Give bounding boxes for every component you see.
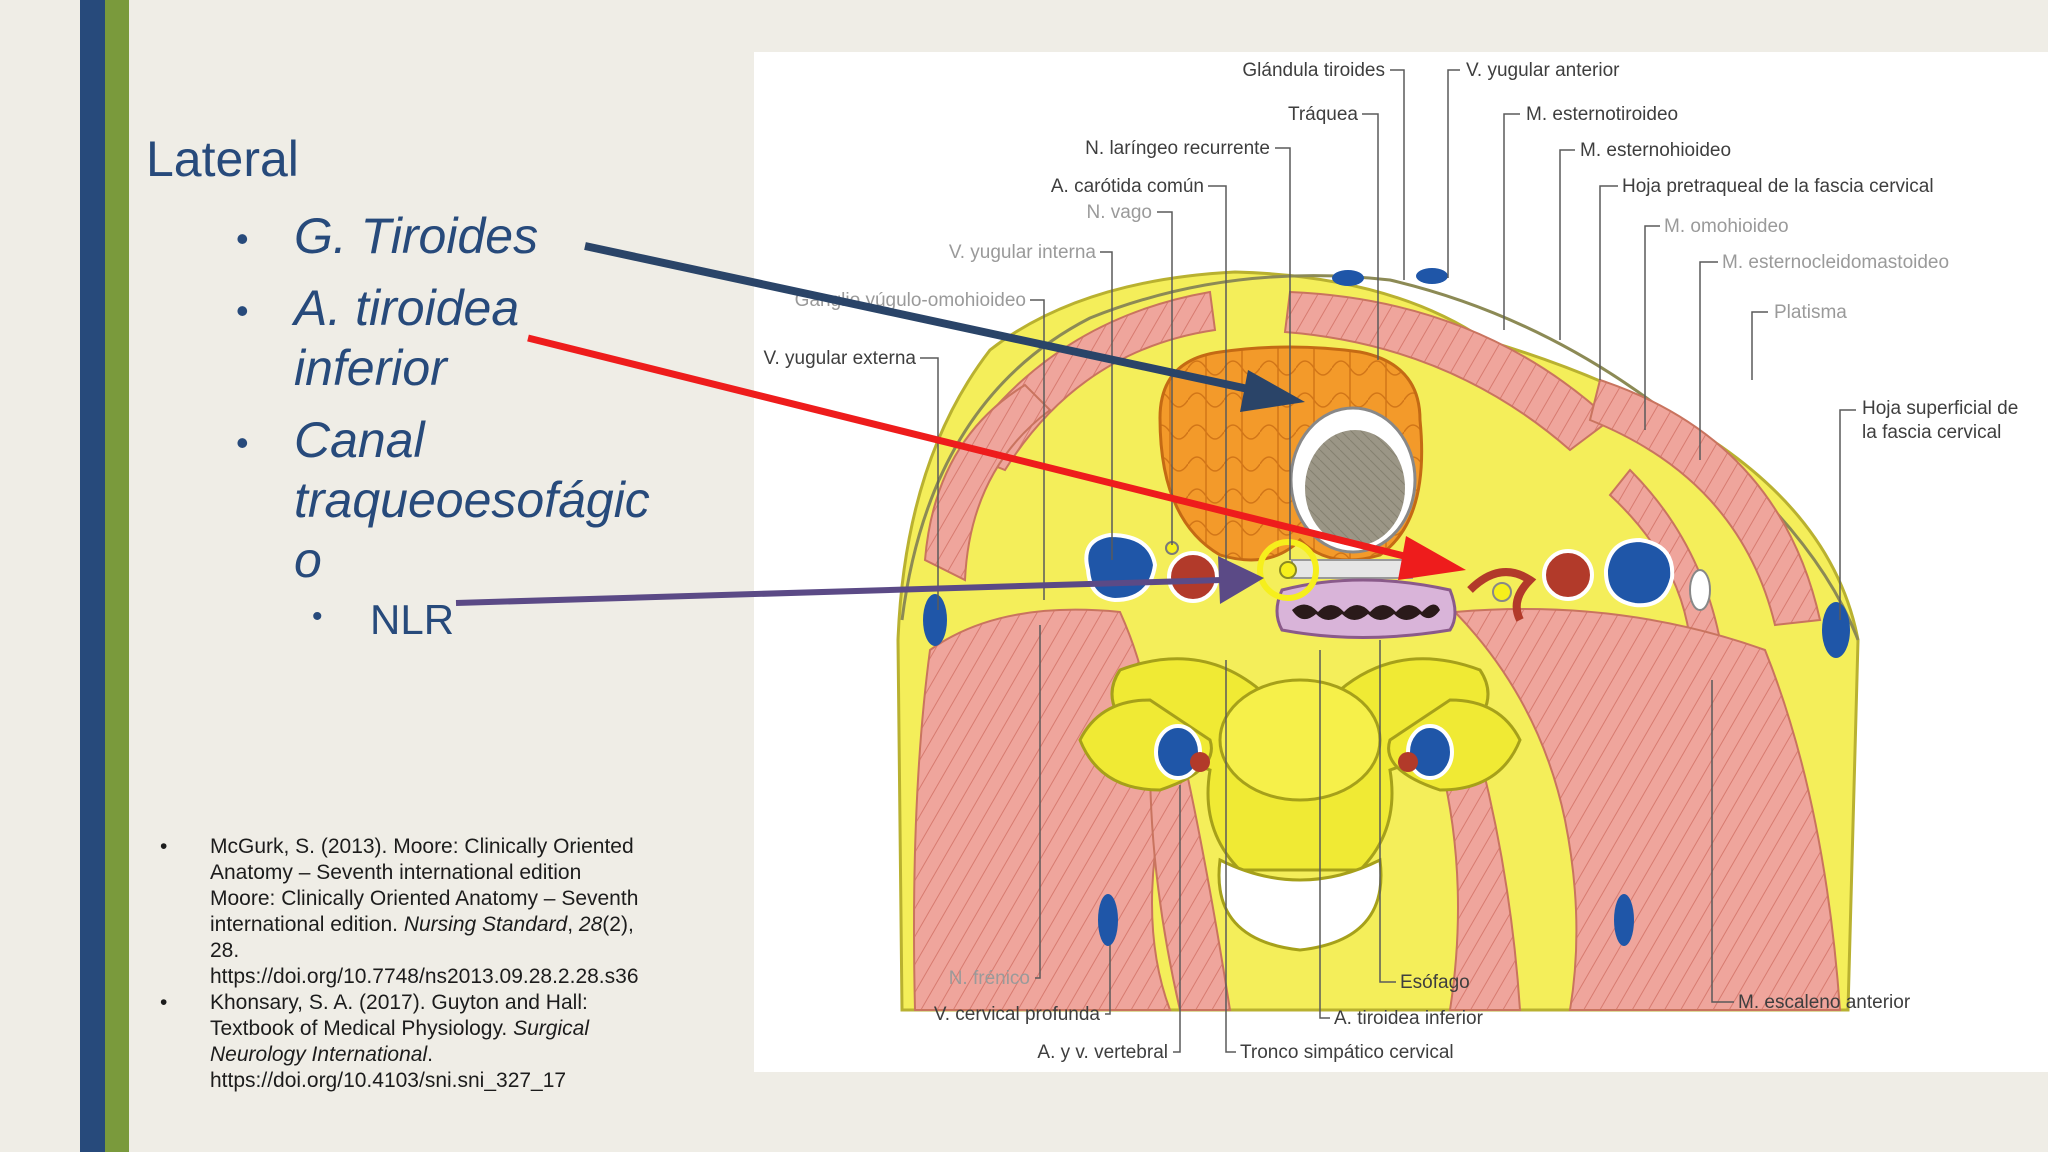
label-ganglio: Ganglio yúgulo-omohioideo [795,290,1026,311]
label-v-cervical: V. cervical profunda [934,1004,1101,1025]
item-canal-line3: o [294,532,322,588]
label-v-yugular-interna: V. yugular interna [949,242,1097,263]
trachea-lumen [1305,430,1405,546]
esophagus-lumen [1292,604,1440,620]
recurrent-laryngeal-nerve-left [1279,561,1297,579]
nerve-right [1689,569,1711,611]
internal-jugular-vein-left [1084,532,1158,603]
reference-2-authors: Khonsary, S. A. (2017). Guyton and Hall:… [210,991,588,1040]
vertebral-artery-left [1190,752,1210,772]
label-m-esternohioideo: M. esternohioideo [1580,140,1731,161]
label-m-omohioideo: M. omohioideo [1664,216,1789,237]
vertebral-body-center [1218,678,1382,802]
label-n-frenico: N. frénico [949,968,1030,989]
item-canal-line2: traqueoesofágic [294,472,650,528]
anatomy-diagram: Glándula tiroides Tráquea N. laríngeo re… [764,60,2019,1063]
accent-bar-green [105,0,129,1152]
label-v-yugular-anterior: V. yugular anterior [1466,60,1620,81]
item-g-tiroides-line1: G. Tiroides [294,208,539,264]
anterior-jugular-left [1332,270,1364,286]
bullet-sub: • [312,600,323,633]
neck-cross-section-figure: Glándula tiroides Tráquea N. laríngeo re… [754,52,2048,1072]
label-a-carotida: A. carótida común [1051,176,1204,197]
bullet-1: • [236,218,249,259]
item-a-tiroidea: A. tiroidea inferior [294,278,519,398]
item-a-tiroidea-line1: A. tiroidea [294,280,520,336]
recurrent-nerve-right [1492,582,1512,602]
label-hoja-superficial-1: Hoja superficial de [1862,398,2018,419]
label-traquea: Tráquea [1288,104,1358,125]
label-tronco: Tronco simpático cervical [1240,1042,1454,1063]
anterior-jugular-right [1416,268,1448,284]
external-jugular-right [1822,602,1850,658]
label-m-esternotiroideo: M. esternotiroideo [1526,104,1678,125]
label-m-esternocleido: M. esternocleidomastoideo [1722,252,1949,273]
slide-heading: Lateral [146,131,299,187]
item-canal-line1: Canal [294,412,425,468]
label-n-vago: N. vago [1087,202,1152,223]
bullet-2: • [236,290,249,331]
reference-1: • McGurk, S. (2013). Moore: Clinically O… [160,834,640,990]
reference-2-journal: Surgical Neurology International [210,1017,589,1066]
item-g-tiroides: G. Tiroides [294,206,538,266]
vertebral-vein-left [1154,724,1202,780]
subitem-nlr: NLR [370,596,455,643]
vertebral-vein-right [1406,724,1454,780]
label-platisma: Platisma [1774,302,1847,323]
item-a-tiroidea-line2: inferior [294,340,447,396]
label-n-laringeo: N. laríngeo recurrente [1085,138,1270,159]
reference-1-authors: McGurk, S. (2013). Moore: Clinically Ori… [210,835,639,936]
deep-cervical-vein-left [1098,894,1118,946]
reference-2: • Khonsary, S. A. (2017). Guyton and Hal… [160,990,640,1094]
reference-1-issue: (2), 28. https://doi.org/10.7748/ns2013.… [210,913,639,988]
reference-2-details: . https://doi.org/10.4103/sni.sni_327_17 [210,1043,567,1092]
posterior-muscles-right [1452,608,1842,1011]
references: • McGurk, S. (2013). Moore: Clinically O… [160,834,640,1094]
label-esofago: Esófago [1400,972,1470,993]
common-carotid-left [1167,551,1219,603]
deep-cervical-vein-right [1614,894,1634,946]
label-m-escaleno: M. escaleno anterior [1738,992,1911,1013]
reference-bullet: • [160,835,168,858]
reference-1-details: , [567,913,579,936]
external-jugular-left [923,594,947,646]
common-carotid-right [1542,549,1594,601]
trachealis [1291,559,1413,579]
vertebral-artery-right [1398,752,1418,772]
label-hoja-pretraqueal: Hoja pretraqueal de la fascia cervical [1622,176,1934,197]
item-canal: Canal traqueoesofágic o [294,410,650,590]
label-v-yugular-externa: V. yugular externa [764,348,917,369]
reference-bullet: • [160,991,168,1014]
spinal-canal [1217,857,1383,952]
reference-1-volume: 28 [578,913,603,936]
label-a-vertebral: A. y v. vertebral [1037,1042,1168,1063]
scm-right [1588,378,1822,627]
inferior-thyroid-artery-right [1467,568,1537,622]
label-glandula-tiroides: Glándula tiroides [1242,60,1385,81]
label-hoja-superficial-2: la fascia cervical [1862,422,2001,443]
internal-jugular-vein-right [1603,537,1675,608]
accent-bar-blue [80,0,105,1152]
label-a-tiroidea-inferior: A. tiroidea inferior [1334,1008,1484,1029]
reference-1-journal: Nursing Standard [403,913,568,936]
bullet-3: • [236,422,249,463]
prevertebral-right [1438,717,1522,1011]
